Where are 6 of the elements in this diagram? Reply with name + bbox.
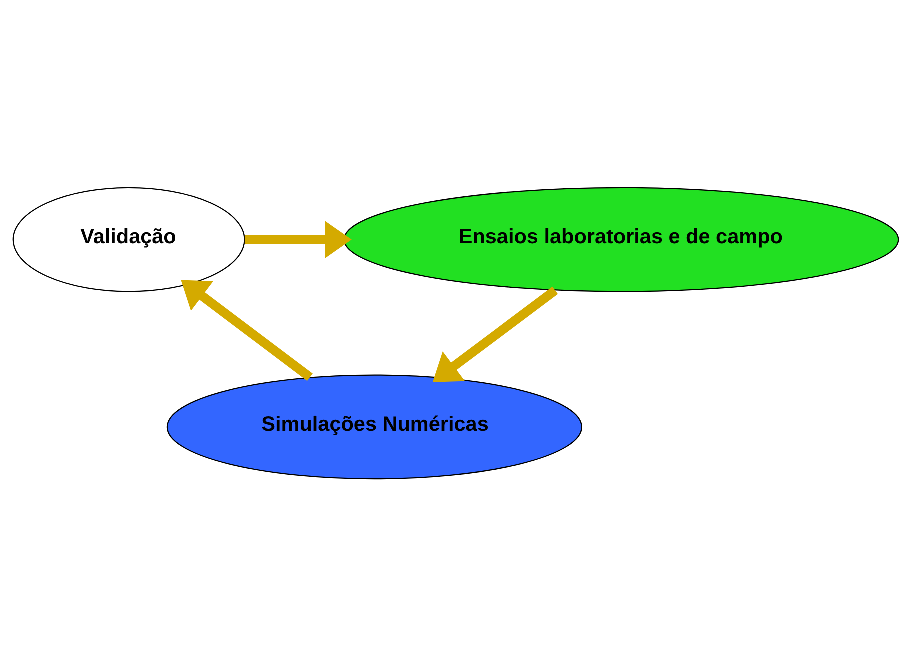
arrow [244,220,352,258]
node-ellipse: Validação [12,186,246,292]
arrow [432,286,558,382]
node-ellipse: Simulações Numéricas [166,374,582,480]
node-ellipse: Ensaios laboratorias e de campo [344,186,900,292]
arrow [181,280,313,381]
